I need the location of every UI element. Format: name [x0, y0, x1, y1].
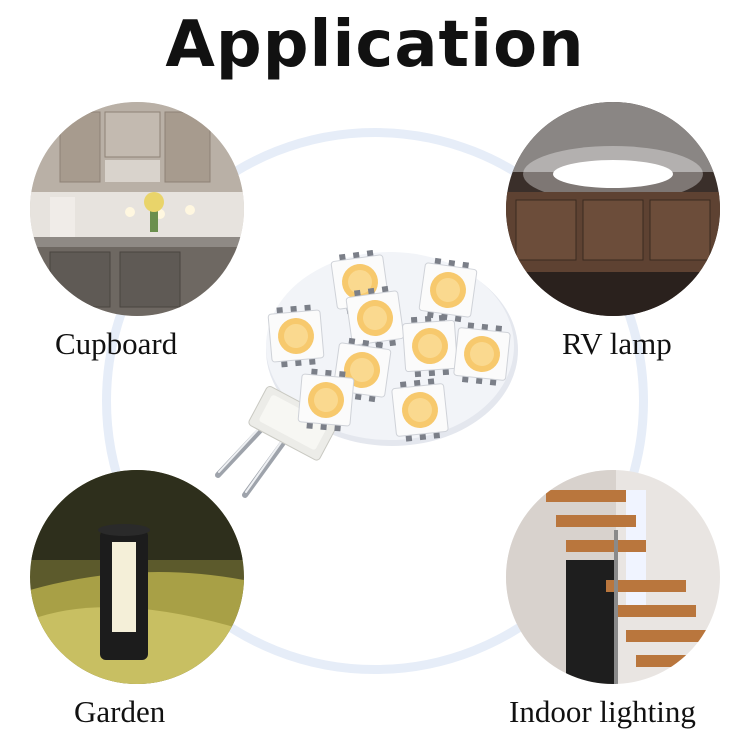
decorative-ring: [102, 128, 648, 674]
led-chip: [297, 368, 355, 432]
led-chip: [267, 304, 325, 368]
cupboard-photo: [30, 102, 244, 316]
led-chip: [453, 322, 511, 386]
garden-photo: [30, 470, 244, 684]
indoor-lighting-label: Indoor lighting: [509, 694, 696, 729]
garden-label: Garden: [74, 694, 166, 729]
indoor-lighting-photo: [506, 470, 720, 684]
page-title: Application: [165, 8, 585, 82]
led-chip: [402, 314, 458, 378]
led-chip: [345, 285, 405, 351]
led-chip: [418, 257, 478, 323]
rv-lamp-photo: [506, 102, 720, 316]
cupboard-label: Cupboard: [55, 326, 178, 361]
rv-lamp-label: RV lamp: [562, 326, 672, 361]
led-bulb-product: [200, 249, 530, 515]
led-chip: [391, 378, 449, 442]
